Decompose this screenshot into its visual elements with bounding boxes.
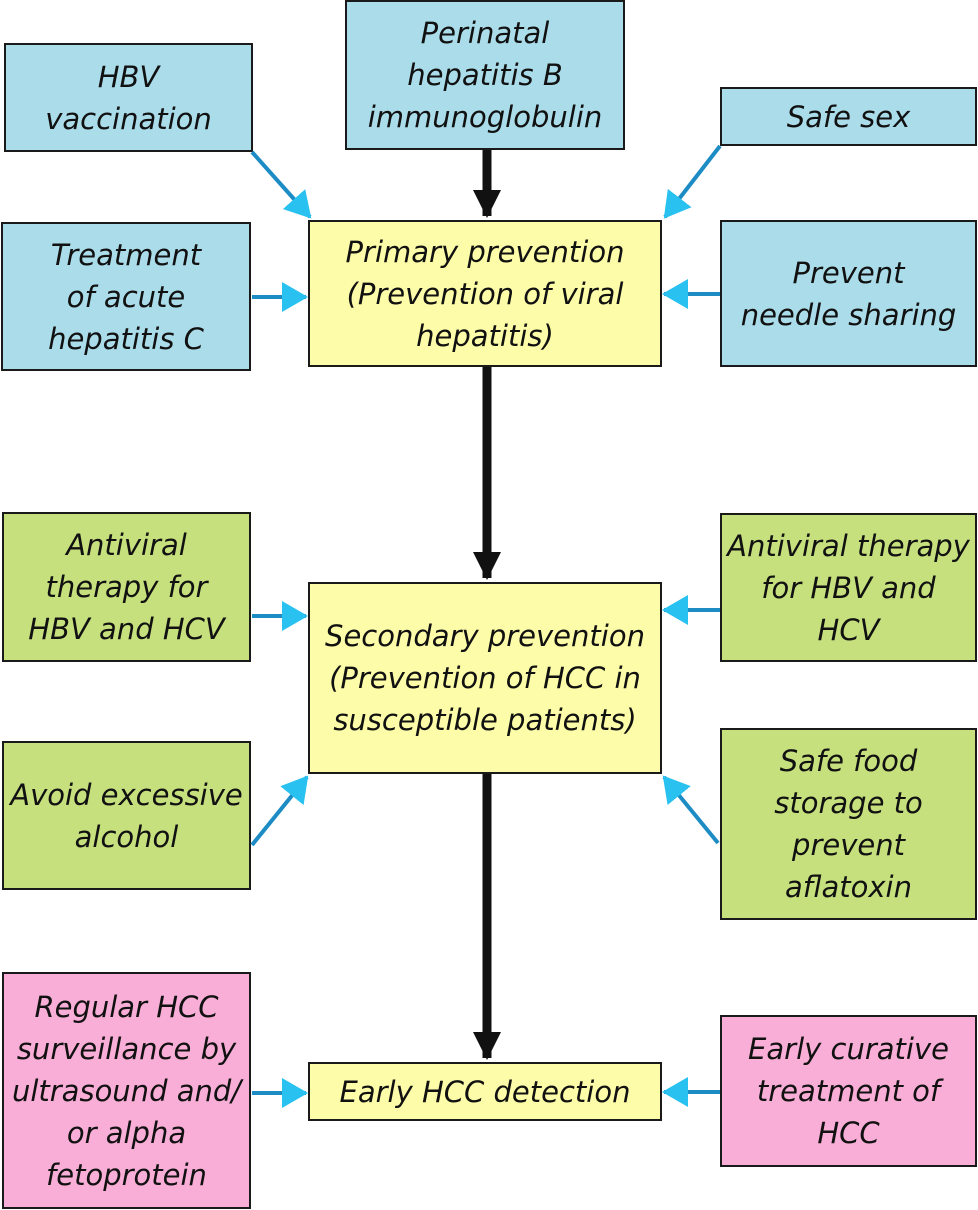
early-curative-treatment-box: Early curative treatment of HCC (720, 1015, 977, 1167)
hcc-surveillance-box: Regular HCC surveillance by ultrasound a… (2, 972, 251, 1209)
secondary-prevention-box: Secondary prevention (Prevention of HCC … (308, 582, 662, 774)
prevent-needle-sharing-box: Prevent needle sharing (720, 220, 977, 367)
perinatal-hbig-box: Perinatal hepatitis B immunoglobulin (345, 0, 625, 150)
primary-prevention-box: Primary prevention (Prevention of viral … (308, 220, 662, 367)
antiviral-therapy-left-box: Antiviral therapy for HBV and HCV (2, 512, 251, 662)
safe-sex-box: Safe sex (720, 87, 977, 146)
arrow-avoid-alcohol (250, 775, 309, 847)
arrow-hbv-vaccination (250, 150, 312, 219)
treatment-acute-hcv-box: Treatment of acute hepatitis C (1, 222, 251, 371)
safe-food-storage-box: Safe food storage to prevent aflatoxin (720, 728, 977, 920)
early-hcc-detection-box: Early HCC detection (308, 1062, 662, 1121)
arrow-safe-food-storage (662, 775, 720, 845)
hbv-vaccination-box: HBV vaccination (4, 43, 253, 152)
antiviral-therapy-right-box: Antiviral therapy for HBV and HCV (720, 513, 977, 662)
arrow-safe-sex (663, 144, 722, 219)
avoid-alcohol-box: Avoid excessive alcohol (2, 741, 251, 890)
